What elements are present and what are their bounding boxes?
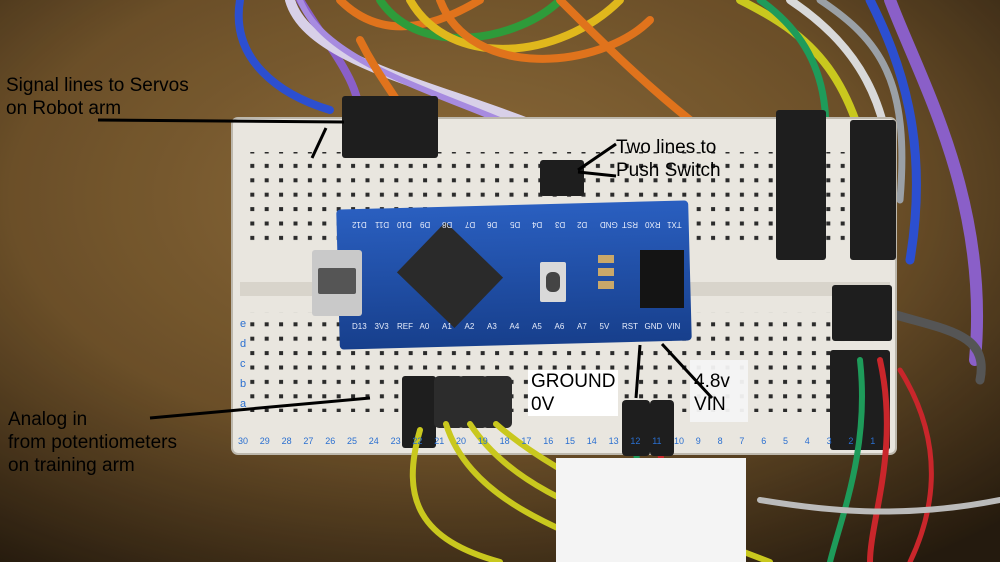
nano-pin-label: REF <box>397 322 413 331</box>
nano-pin-label: A6 <box>554 322 565 331</box>
breadboard-column-number: 23 <box>390 436 401 446</box>
breadboard-column-number: 10 <box>674 436 685 446</box>
breadboard-column-number: 22 <box>412 436 423 446</box>
breadboard-row-letter: d <box>240 338 247 350</box>
breadboard-column-number: 1 <box>870 436 876 446</box>
microcontroller-chip <box>396 222 504 328</box>
nano-pin-label: A0 <box>419 322 430 331</box>
breadboard-column-number: 5 <box>783 436 789 446</box>
breadboard-column-number: 25 <box>347 436 358 446</box>
breadboard-column-number: 12 <box>630 436 641 446</box>
nano-pin-label: RST <box>622 322 638 331</box>
breadboard-column-number: 14 <box>586 436 597 446</box>
breadboard-column-number: 29 <box>259 436 270 446</box>
breadboard-column-number: 27 <box>303 436 314 446</box>
breadboard-row-letter: c <box>240 358 246 370</box>
nano-pin-label: 5V <box>599 322 610 331</box>
nano-pin-label: D2 <box>577 220 588 229</box>
breadboard-row-letter: e <box>240 318 247 330</box>
nano-pin-label: D11 <box>374 220 389 229</box>
nano-pin-label: D12 <box>352 220 367 229</box>
breadboard-column-number: 28 <box>281 436 292 446</box>
nano-pin-label: RX0 <box>644 220 661 229</box>
arduino-nano-board <box>312 200 692 350</box>
breadboard-column-number: 13 <box>608 436 619 446</box>
breadboard-column-number: 16 <box>543 436 554 446</box>
nano-pin-label: 3V3 <box>374 322 389 331</box>
nano-pin-label: A7 <box>577 322 587 331</box>
nano-pin-label: D9 <box>419 220 430 229</box>
icsp-header <box>640 250 684 308</box>
breadboard-column-number: 17 <box>521 436 532 446</box>
push-switch-label: Two lines to Push Switch <box>616 137 721 181</box>
breadboard-column-number: 4 <box>804 436 810 446</box>
nano-pin-label: A2 <box>464 322 475 331</box>
nano-pin-label: A3 <box>487 322 497 331</box>
breadboard-column-number: 19 <box>477 436 488 446</box>
ground-vin-connector <box>622 400 674 456</box>
breadboard-column-number: 18 <box>499 436 510 446</box>
nano-pin-label: A1 <box>442 322 452 331</box>
breadboard-column-number: 21 <box>434 436 445 446</box>
nano-pin-label: VIN <box>667 322 681 331</box>
nano-pin-label: D8 <box>442 220 453 229</box>
breadboard-column-number: 26 <box>325 436 336 446</box>
nano-pin-label: D7 <box>464 220 475 229</box>
breadboard-column-number: 11 <box>652 436 662 446</box>
nano-pin-label: A4 <box>509 322 520 331</box>
nano-pin-label: D5 <box>509 220 520 229</box>
breadboard-column-number: 15 <box>565 436 576 446</box>
nano-pin-label: RST <box>622 220 638 229</box>
servo-signal-label: Signal lines to Servos on Robot arm <box>6 75 189 119</box>
breadboard-column-number: 20 <box>456 436 467 446</box>
ground-label: GROUND 0V <box>528 370 619 416</box>
analog-in-label: Analog in from potentiometers on trainin… <box>8 409 177 476</box>
breadboard-row-letter: a <box>240 398 247 410</box>
breadboard-column-number: 30 <box>238 436 249 446</box>
nano-pin-label: D3 <box>554 220 565 229</box>
breadboard-column-number: 7 <box>739 436 745 446</box>
breadboard-column-number: 2 <box>848 436 854 446</box>
nano-pin-label: GND <box>599 220 618 229</box>
nano-pin-label: D10 <box>397 220 412 229</box>
breadboard-row-letter: b <box>240 378 247 390</box>
right-wire-bundle <box>736 0 986 385</box>
nano-pin-label: A5 <box>532 322 542 331</box>
nano-pin-label: D6 <box>487 220 498 229</box>
nano-pin-label: D13 <box>352 322 367 331</box>
breadboard-column-number: 24 <box>368 436 379 446</box>
breadboard-column-number: 6 <box>761 436 767 446</box>
breadboard-column-number: 3 <box>826 436 832 446</box>
annotation-arrows <box>97 118 714 420</box>
nano-pin-label: D4 <box>532 220 543 229</box>
breadboard-column-number: 8 <box>717 436 723 446</box>
vin-label: 4.8v VIN <box>694 371 730 415</box>
breadboard-column-number: 9 <box>695 436 701 446</box>
nano-pin-label: GND <box>644 322 663 331</box>
nano-pin-label: TX1 <box>667 220 682 229</box>
label-backdrop <box>556 458 746 562</box>
